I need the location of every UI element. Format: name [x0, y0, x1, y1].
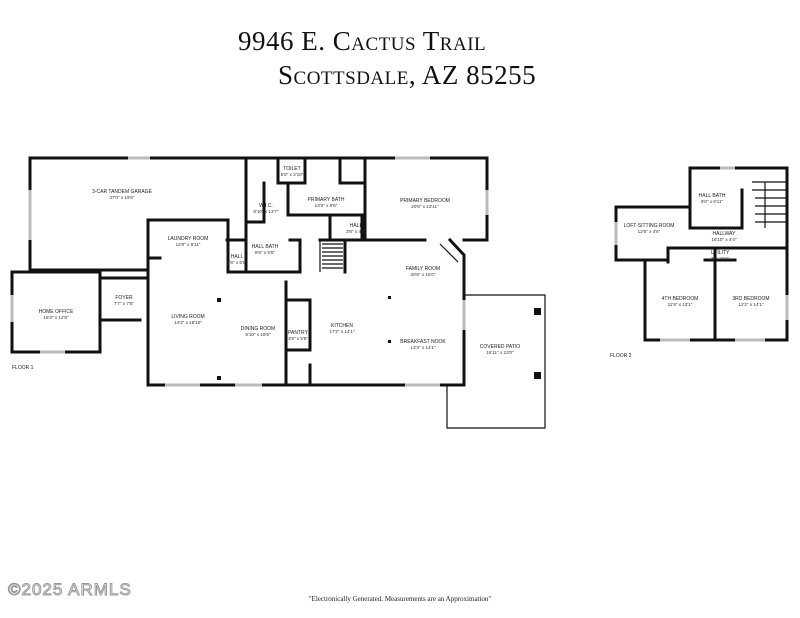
svg-text:HALL BATH: HALL BATH	[699, 193, 726, 199]
room-family-room: FAMILY ROOM 30'6" x 15'0"	[406, 266, 440, 277]
room-bedroom-4: 4TH BEDROOM 11'9" x 13'1"	[662, 296, 699, 307]
svg-text:17'2" x 14'1": 17'2" x 14'1"	[329, 329, 355, 334]
svg-text:DINING ROOM: DINING ROOM	[241, 326, 275, 332]
floor-2-label: FLOOR 2	[610, 353, 632, 359]
svg-text:FAMILY ROOM: FAMILY ROOM	[406, 266, 440, 272]
room-kitchen: KITCHEN 17'2" x 14'1"	[329, 323, 355, 334]
svg-text:KITCHEN: KITCHEN	[331, 323, 353, 329]
room-hall-small: HALL 3'8" x 4'1"	[346, 223, 366, 234]
room-toilet: TOILET 5'6" x 3'10"	[281, 166, 304, 177]
room-primary-bedroom: PRIMARY BEDROOM 20'6" x 13'11"	[400, 198, 450, 209]
disclaimer-footer: "Electronically Generated. Measurements …	[308, 595, 492, 603]
svg-text:12'9" x 8'11": 12'9" x 8'11"	[176, 242, 201, 247]
svg-text:HALL: HALL	[231, 254, 244, 260]
room-hallway: HALLWAY 16'10" x 4'4"	[711, 231, 737, 242]
svg-text:LIVING ROOM: LIVING ROOM	[171, 314, 204, 320]
svg-text:W.I.C.: W.I.C.	[259, 203, 273, 209]
room-foyer: FOYER 7'7" x 7'5"	[114, 295, 134, 306]
room-loft: LOFT-SITTING ROOM 12'5" x 4'6"	[624, 223, 675, 234]
svg-text:COVERED PATIO: COVERED PATIO	[480, 344, 520, 350]
svg-text:LOFT-SITTING ROOM: LOFT-SITTING ROOM	[624, 223, 675, 229]
svg-text:8'10" x 13'7": 8'10" x 13'7"	[253, 209, 279, 214]
svg-text:7'7" x 7'5": 7'7" x 7'5"	[114, 301, 134, 306]
svg-text:3'8" x 5'8": 3'8" x 5'8"	[288, 336, 308, 341]
room-home-office: HOME OFFICE 15'3" x 12'8"	[39, 309, 74, 320]
svg-text:9'0" x 9'11": 9'0" x 9'11"	[701, 199, 724, 204]
svg-text:12'2" x 14'1": 12'2" x 14'1"	[738, 302, 764, 307]
svg-text:12'5" x 4'6": 12'5" x 4'6"	[638, 229, 661, 234]
svg-text:PRIMARY BEDROOM: PRIMARY BEDROOM	[400, 198, 450, 204]
svg-text:20'6" x 13'11": 20'6" x 13'11"	[411, 204, 439, 209]
svg-text:16'11" x 23'0": 16'11" x 23'0"	[486, 350, 514, 355]
floor-1-label: FLOOR 1	[12, 365, 34, 371]
address-line-2: Scottsdale, AZ 85255	[278, 60, 537, 90]
svg-text:UTILITY: UTILITY	[711, 250, 730, 256]
room-living-room: LIVING ROOM 14'3" x 18'10"	[171, 314, 204, 325]
floor-2-plan	[614, 166, 789, 342]
svg-text:3' x 2'11": 3' x 2'11"	[711, 256, 729, 261]
svg-text:13'3" x 14'1": 13'3" x 14'1"	[410, 345, 436, 350]
room-hall-bath-2: HALL BATH 9'0" x 9'11"	[699, 193, 726, 204]
room-primary-bath: PRIMARY BATH 13'2" x 9'6"	[308, 197, 345, 208]
room-laundry: LAUNDRY ROOM 12'9" x 8'11"	[168, 236, 209, 247]
svg-text:13'2" x 9'6": 13'2" x 9'6"	[315, 203, 338, 208]
svg-text:3RD BEDROOM: 3RD BEDROOM	[732, 296, 769, 302]
svg-text:37'0" x 19'6": 37'0" x 19'6"	[109, 195, 135, 200]
svg-text:15'3" x 12'8": 15'3" x 12'8"	[43, 315, 69, 320]
room-breakfast-nook: BREAKFAST NOOK 13'3" x 14'1"	[400, 339, 446, 350]
svg-text:3'6" x 5'5": 3'6" x 5'5"	[227, 260, 247, 265]
svg-text:11'9" x 13'1": 11'9" x 13'1"	[668, 302, 693, 307]
svg-text:BREAKFAST NOOK: BREAKFAST NOOK	[400, 339, 446, 345]
room-wic: W.I.C. 8'10" x 13'7"	[253, 203, 279, 214]
svg-text:PRIMARY BATH: PRIMARY BATH	[308, 197, 345, 203]
svg-text:9'10" x 18'9": 9'10" x 18'9"	[245, 332, 271, 337]
svg-text:HOME OFFICE: HOME OFFICE	[39, 309, 74, 315]
room-dining-room: DINING ROOM 9'10" x 18'9"	[241, 326, 275, 337]
room-utility: UTILITY 3' x 2'11"	[711, 250, 730, 261]
svg-text:TOILET: TOILET	[283, 166, 300, 172]
room-covered-patio: COVERED PATIO 16'11" x 23'0"	[480, 344, 520, 355]
room-garage: 3-CAR TANDEM GARAGE 37'0" x 19'6"	[92, 189, 152, 200]
room-bedroom-3: 3RD BEDROOM 12'2" x 14'1"	[732, 296, 769, 307]
room-hall: HALL 3'6" x 5'5"	[227, 254, 247, 265]
svg-text:HALL BATH: HALL BATH	[252, 244, 279, 250]
svg-text:HALL: HALL	[350, 223, 363, 229]
svg-text:3-CAR TANDEM GARAGE: 3-CAR TANDEM GARAGE	[92, 189, 152, 195]
svg-text:PANTRY: PANTRY	[288, 330, 308, 336]
floor-1-plan	[10, 156, 546, 429]
svg-text:16'10" x 4'4": 16'10" x 4'4"	[711, 237, 737, 242]
svg-text:HALLWAY: HALLWAY	[713, 231, 737, 237]
svg-text:3'8" x 4'1": 3'8" x 4'1"	[346, 229, 366, 234]
svg-text:4TH BEDROOM: 4TH BEDROOM	[662, 296, 699, 302]
address-line-1: 9946 E. Cactus Trail	[238, 26, 487, 56]
room-hall-bath: HALL BATH 8'6" x 5'5"	[252, 244, 279, 255]
svg-text:LAUNDRY ROOM: LAUNDRY ROOM	[168, 236, 209, 242]
watermark: ©2025 ARMLS	[8, 580, 132, 600]
room-pantry: PANTRY 3'8" x 5'8"	[288, 330, 309, 341]
svg-text:30'6" x 15'0": 30'6" x 15'0"	[410, 272, 436, 277]
svg-text:8'6" x 5'5": 8'6" x 5'5"	[255, 250, 275, 255]
svg-text:FOYER: FOYER	[115, 295, 133, 301]
svg-text:14'3" x 18'10": 14'3" x 18'10"	[174, 320, 202, 325]
svg-text:5'6" x 3'10": 5'6" x 3'10"	[281, 172, 304, 177]
